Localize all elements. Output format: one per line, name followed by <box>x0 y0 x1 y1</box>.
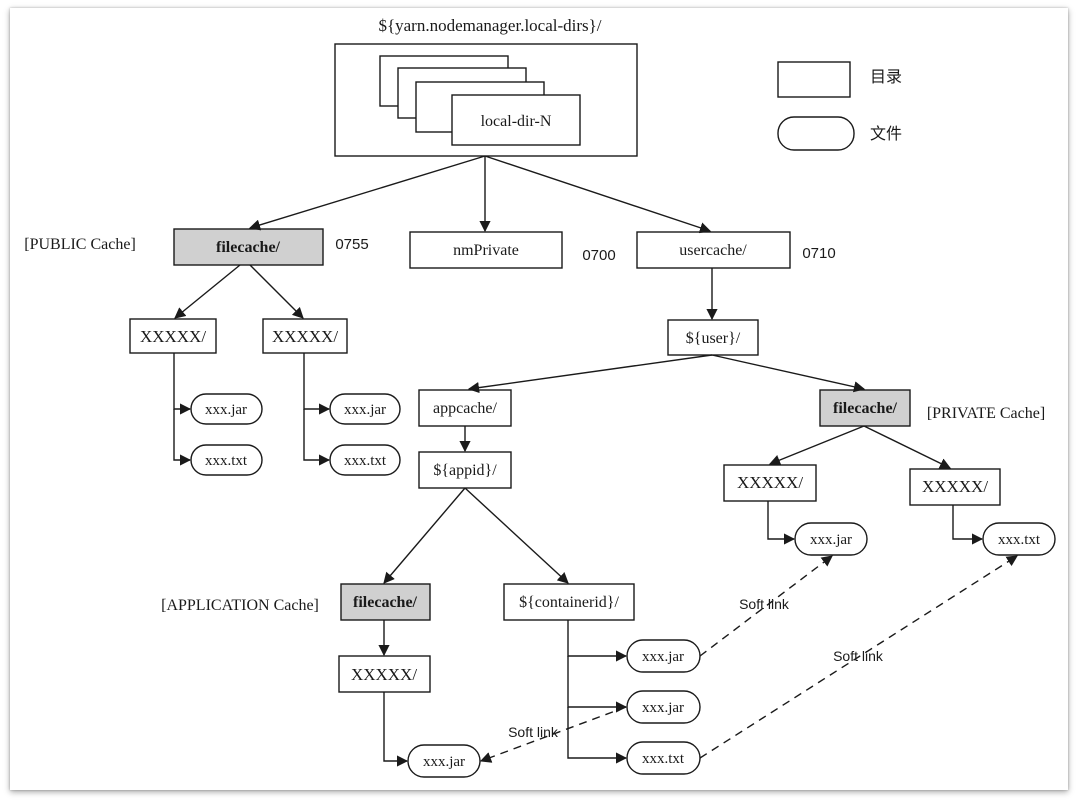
nmprivate-label: nmPrivate <box>453 242 519 259</box>
usercache-box <box>636 231 791 269</box>
private-subdir-1-label: XXXXX/ <box>737 473 803 492</box>
public-file-label: xxx.txt <box>344 453 387 469</box>
usercache-label: usercache/ <box>679 242 747 259</box>
edge-subdir2-file1 <box>303 353 331 415</box>
app-file-label: xxx.jar <box>423 754 465 770</box>
edge-private-subdir1-file <box>767 501 796 545</box>
edge-appid-containerid <box>464 487 569 584</box>
public-file-label: xxx.jar <box>344 402 386 418</box>
usercache-perm-label: 0710 <box>802 245 835 262</box>
user-dir-box <box>667 319 759 356</box>
container-file-label: xxx.txt <box>642 751 685 767</box>
public-file-label: xxx.jar <box>205 402 247 418</box>
app-filecache-box <box>340 583 431 621</box>
local-dir-box <box>451 94 581 146</box>
private-file-label: xxx.txt <box>998 532 1041 548</box>
edge-subdir2-file2 <box>303 409 331 466</box>
soft-link-label: Soft link <box>508 724 559 740</box>
legend-directory-symbol <box>777 61 851 98</box>
appcache-label: appcache/ <box>433 400 498 417</box>
edge-app-subdir-file <box>383 692 409 767</box>
private-subdir-2-label: XXXXX/ <box>922 477 988 496</box>
public-subdir-2-box <box>262 318 348 354</box>
app-filecache-label: filecache/ <box>353 594 418 611</box>
root-label: ${yarn.nodemanager.local-dirs}/ <box>378 16 601 35</box>
edge-container-file1 <box>567 620 628 662</box>
soft-link-label: Soft link <box>833 648 884 664</box>
local-dir-label: local-dir-N <box>481 113 552 130</box>
appid-dir-label: ${appid}/ <box>433 462 497 479</box>
containerid-label: ${containerid}/ <box>519 594 619 611</box>
edge-container-file2 <box>567 656 628 713</box>
legend-directory-label: 目录 <box>870 67 902 86</box>
public-subdir-1-box <box>129 318 217 354</box>
soft-link-label: Soft link <box>739 596 790 612</box>
appid-dir-box <box>418 451 512 489</box>
public-cache-label: [PUBLIC Cache] <box>24 236 136 253</box>
appcache-box <box>418 389 512 427</box>
app-cache-label: [APPLICATION Cache] <box>161 597 319 614</box>
edge-user-private <box>711 354 866 393</box>
edge-appid-app-filecache <box>383 487 466 584</box>
public-subdir-1-label: XXXXX/ <box>140 327 206 346</box>
public-perm-label: 0755 <box>335 236 368 253</box>
soft-link-container-jar-to-app-jar <box>479 706 627 763</box>
soft-link-container-txt-to-private-txt <box>699 555 1018 759</box>
user-dir-label: ${user}/ <box>686 330 741 347</box>
private-subdir-1-box <box>723 464 817 502</box>
nmprivate-perm-label: 0700 <box>582 247 615 264</box>
private-filecache-label: filecache/ <box>833 400 898 417</box>
private-file-label: xxx.jar <box>810 532 852 548</box>
edge-root-usercache <box>484 155 712 234</box>
container-file-label: xxx.jar <box>642 649 684 665</box>
private-cache-label: [PRIVATE Cache] <box>927 405 1045 422</box>
edge-user-appcache <box>467 354 713 394</box>
private-subdir-2-box <box>909 468 1001 506</box>
nmprivate-box <box>409 231 563 269</box>
edge-container-file3 <box>567 707 628 764</box>
public-file-label: xxx.txt <box>205 453 248 469</box>
legend-file-symbol <box>777 116 855 151</box>
edge-subdir1-file1 <box>173 353 192 415</box>
edge-root-public <box>248 155 486 231</box>
public-filecache-label: filecache/ <box>216 239 281 256</box>
edge-private-subdir2 <box>863 425 952 469</box>
edge-private-subdir1 <box>768 425 865 466</box>
edge-public-subdir2 <box>249 264 304 319</box>
edge-public-subdir1 <box>174 264 241 319</box>
edge-private-subdir2-file <box>952 505 984 545</box>
public-filecache-box <box>173 228 324 266</box>
legend-file-label: 文件 <box>870 124 902 143</box>
app-subdir-label: XXXXX/ <box>351 665 417 684</box>
edge-subdir1-file2 <box>173 409 192 466</box>
containerid-box <box>503 583 635 621</box>
container-file-label: xxx.jar <box>642 700 684 716</box>
public-subdir-2-label: XXXXX/ <box>272 327 338 346</box>
